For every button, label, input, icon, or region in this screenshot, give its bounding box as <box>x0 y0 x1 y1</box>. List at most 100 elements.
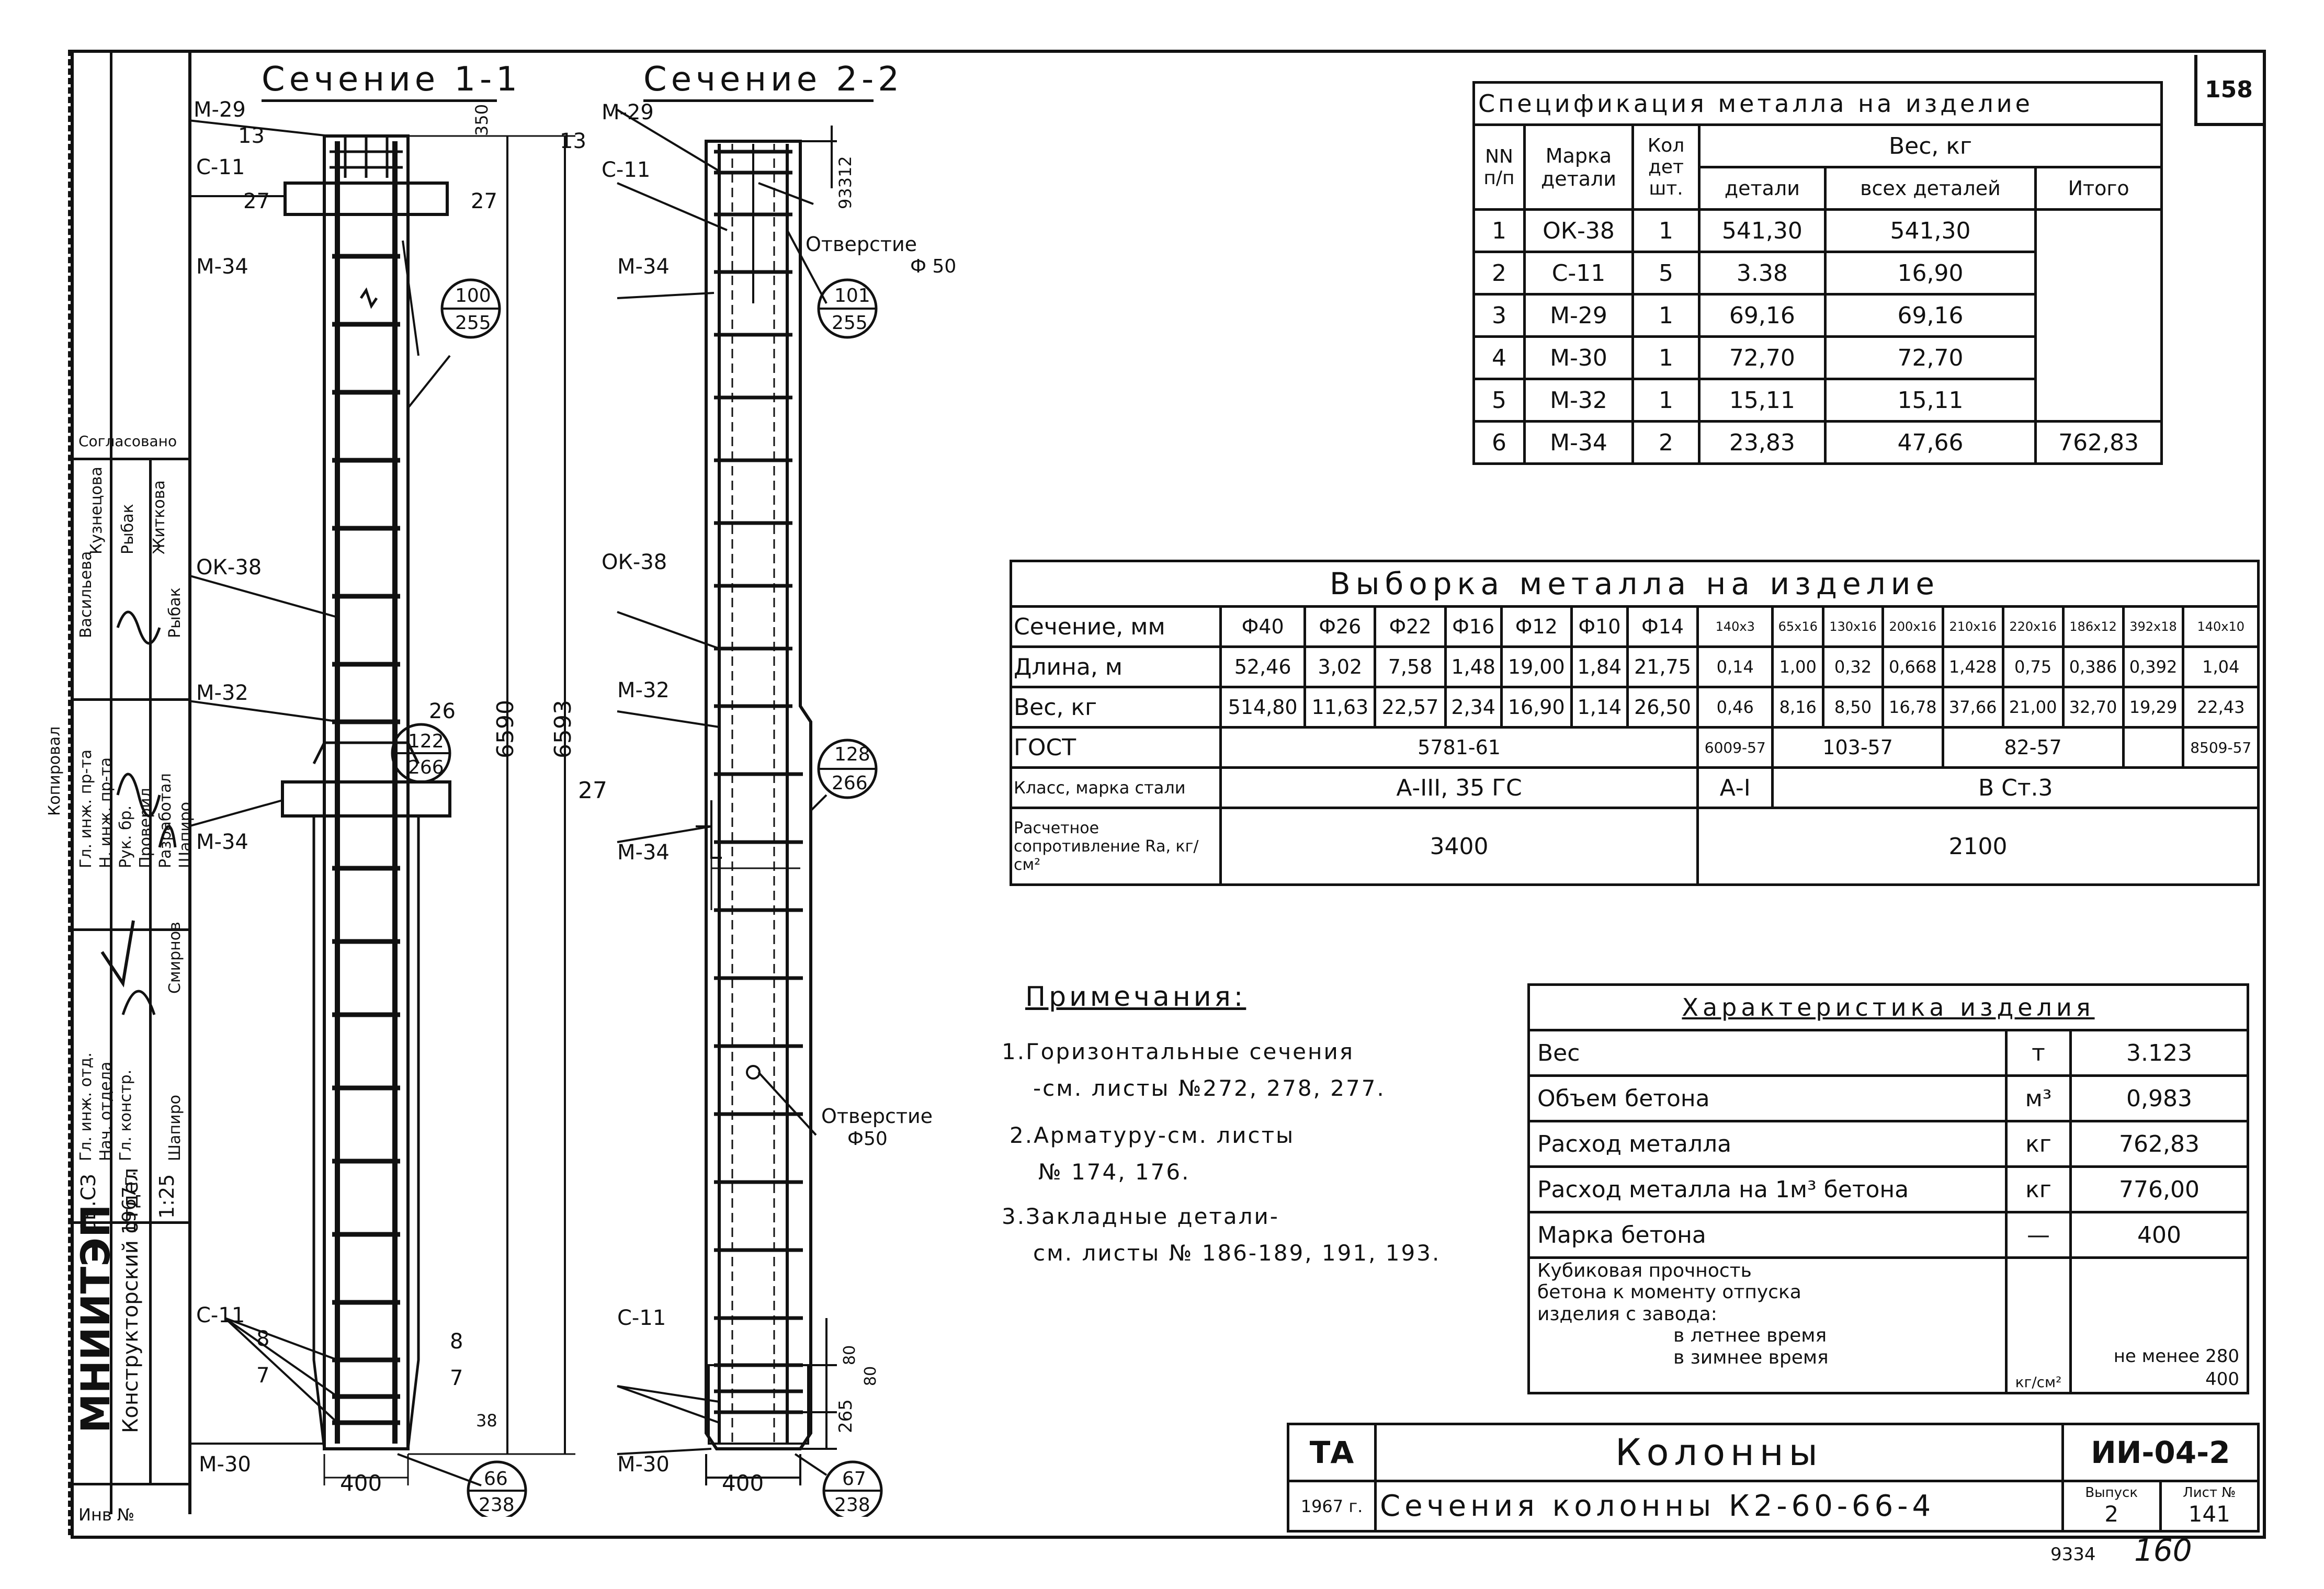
sheet-number-box <box>2194 55 2263 126</box>
har-cell: т <box>2005 1029 2072 1077</box>
table-row: Вес т 3.123 <box>1527 1029 2249 1077</box>
note-line: 1.Горизонтальные сечения <box>1002 1039 1355 1064</box>
vyb-gost-5: 8509-57 <box>2182 726 2260 769</box>
har-cell: — <box>2005 1211 2072 1259</box>
s1-dim-27: 27 <box>578 777 607 804</box>
vyb-cell: 514,80 <box>1219 686 1307 729</box>
vyb-label-weight: Вес, кг <box>1010 686 1222 729</box>
vyb-cell: 1,428 <box>1941 645 2004 688</box>
har-cell: кг <box>2005 1120 2072 1168</box>
side-stamp <box>71 50 191 1514</box>
stamp-signatures <box>100 610 177 1015</box>
s2-label-m34b: М-34 <box>617 841 670 865</box>
table-row: 3 М-29 1 69,16 69,16 <box>1472 293 2162 338</box>
table-row: Расход металла кг 762,83 <box>1527 1120 2249 1168</box>
spec-cell: 541,30 <box>1698 208 1827 253</box>
vyb-cell: 200х16 <box>1881 605 1944 648</box>
s2-ref-a-bottom: 255 <box>832 312 868 334</box>
spec-cell: 6 <box>1472 420 1526 465</box>
table-row: Марка бетона — 400 <box>1527 1211 2249 1259</box>
vyb-cell: Ф26 <box>1303 605 1377 648</box>
vyb-cell: 7,58 <box>1374 645 1447 688</box>
spec-cell: 1 <box>1631 378 1701 423</box>
s2-label-m30: М-30 <box>617 1452 670 1477</box>
spec-h-nn: NN п/п <box>1472 123 1526 211</box>
tb-ta: ТА <box>1287 1423 1377 1482</box>
s2-ref-a-top: 101 <box>834 285 870 307</box>
vyb-label-length: Длина, м <box>1010 645 1222 688</box>
vyb-cell: 220х16 <box>2001 605 2065 648</box>
spec-cell: 3.38 <box>1698 251 1827 296</box>
spec-cell: М-34 <box>1523 420 1634 465</box>
section-2-title-underline <box>643 99 874 102</box>
s2-ref-c-top: 67 <box>842 1468 866 1490</box>
spec-cell: 1 <box>1472 208 1526 253</box>
s1-ref-b-top: 122 <box>408 731 444 752</box>
s1-label-m34b: М-34 <box>196 830 248 854</box>
spec-cell: ОК-38 <box>1523 208 1634 253</box>
stamp-agreed: Согласовано <box>78 433 177 450</box>
vyborka-table: Выборка металла на изделие Сечение, мм Ф… <box>1010 560 2260 886</box>
table-row: Класс, марка стали А-III, 35 ГС А-I В Ст… <box>1010 766 2260 809</box>
vyb-cell: Ф16 <box>1444 605 1503 648</box>
s1-label-7a: 7 <box>256 1364 270 1388</box>
s1-label-27a: 27 <box>243 189 270 213</box>
s2-dim-265: 265 <box>835 1399 856 1433</box>
spec-title: Спецификация металла на изделие <box>1472 81 2163 126</box>
spec-h-all: всех деталей <box>1823 166 2037 211</box>
s1-label-m30: М-30 <box>199 1452 251 1477</box>
spec-cell: 1 <box>1631 335 1701 380</box>
spec-h-detail: детали <box>1698 166 1827 211</box>
spec-cell: 2 <box>1631 420 1701 465</box>
har-strength-line: в зимнее время <box>1673 1346 1829 1368</box>
vyb-cell: Ф10 <box>1570 605 1629 648</box>
title-block: ТА Колонны ИИ-04-2 1967 г. Сечения колон… <box>1287 1423 2260 1533</box>
vyb-label-resist: Расчетное сопротивление Rа, кг/см² <box>1010 807 1222 886</box>
har-strength-line: в летнее время <box>1673 1325 1827 1347</box>
har-cell: кг <box>2005 1165 2072 1213</box>
spec-cell: 5 <box>1631 251 1701 296</box>
vyb-cell: 1,04 <box>2182 645 2260 688</box>
har-cell: Расход металла на 1м³ бетона <box>1527 1165 2008 1213</box>
har-strength-values: не менее 280 400 <box>2069 1256 2249 1394</box>
spec-h-mark: Марка детали <box>1523 123 1634 211</box>
vyb-cell: 210х16 <box>1941 605 2004 648</box>
s1-dim-13: 13 <box>560 129 586 153</box>
vyb-cell: Ф14 <box>1626 605 1699 648</box>
note-line: 2.Арматуру-см. листы <box>1010 1122 1295 1148</box>
vyb-cell: 8,50 <box>1822 686 1884 729</box>
spec-cell: 47,66 <box>1823 420 2037 465</box>
s1-label-m34a: М-34 <box>196 255 248 279</box>
vyborka-title: Выборка металла на изделие <box>1010 560 2260 608</box>
table-row: 5 М-32 1 15,11 15,11 <box>1472 378 2162 423</box>
vyb-cell: 1,84 <box>1570 645 1629 688</box>
s2-label-ok38: ОК-38 <box>602 550 667 574</box>
vyb-cell: 26,50 <box>1626 686 1699 729</box>
vyb-cell: 0,14 <box>1696 645 1774 688</box>
tb-subtitle: Сечения колонны К2-60-66-4 <box>1374 1480 2064 1533</box>
s1-label-m32: М-32 <box>196 681 248 705</box>
tb-vyp: 2 <box>2104 1501 2119 1527</box>
table-row: Объем бетона м³ 0,983 <box>1527 1074 2249 1122</box>
table-row: Расчетное сопротивление Rа, кг/см² 3400 … <box>1010 807 2260 886</box>
vyb-class-2: А-I <box>1696 766 1774 809</box>
note-line: -см. листы №272, 278, 277. <box>1033 1075 1386 1101</box>
spec-cell: 23,83 <box>1698 420 1827 465</box>
s2-label-m34a: М-34 <box>617 255 670 279</box>
s2-dim-312: 93312 <box>835 156 855 209</box>
note-line: см. листы № 186-189, 191, 193. <box>1033 1240 1441 1266</box>
table-row: Расход металла на 1м³ бетона кг 776,00 <box>1527 1165 2249 1213</box>
spec-grand-total: 762,83 <box>2034 420 2163 465</box>
har-cell: 762,83 <box>2069 1120 2249 1168</box>
vyb-cell: 3,02 <box>1303 645 1377 688</box>
table-row: 2 С-11 5 3.38 16,90 <box>1472 251 2162 296</box>
vyb-cell: 19,00 <box>1500 645 1573 688</box>
s1-ref-a-top: 100 <box>455 285 491 307</box>
vyb-class-1: А-III, 35 ГС <box>1219 766 1699 809</box>
vyb-cell: 21,00 <box>2001 686 2065 729</box>
table-row: Вес, кг 514,80 11,63 22,57 2,34 16,90 1,… <box>1010 686 2260 729</box>
section-1-title-underline <box>262 99 497 102</box>
har-cell: м³ <box>2005 1074 2072 1122</box>
spec-cell: 15,11 <box>1698 378 1827 423</box>
characteristics-table: Характеристика изделия Вес т 3.123 Объем… <box>1527 983 2249 1394</box>
